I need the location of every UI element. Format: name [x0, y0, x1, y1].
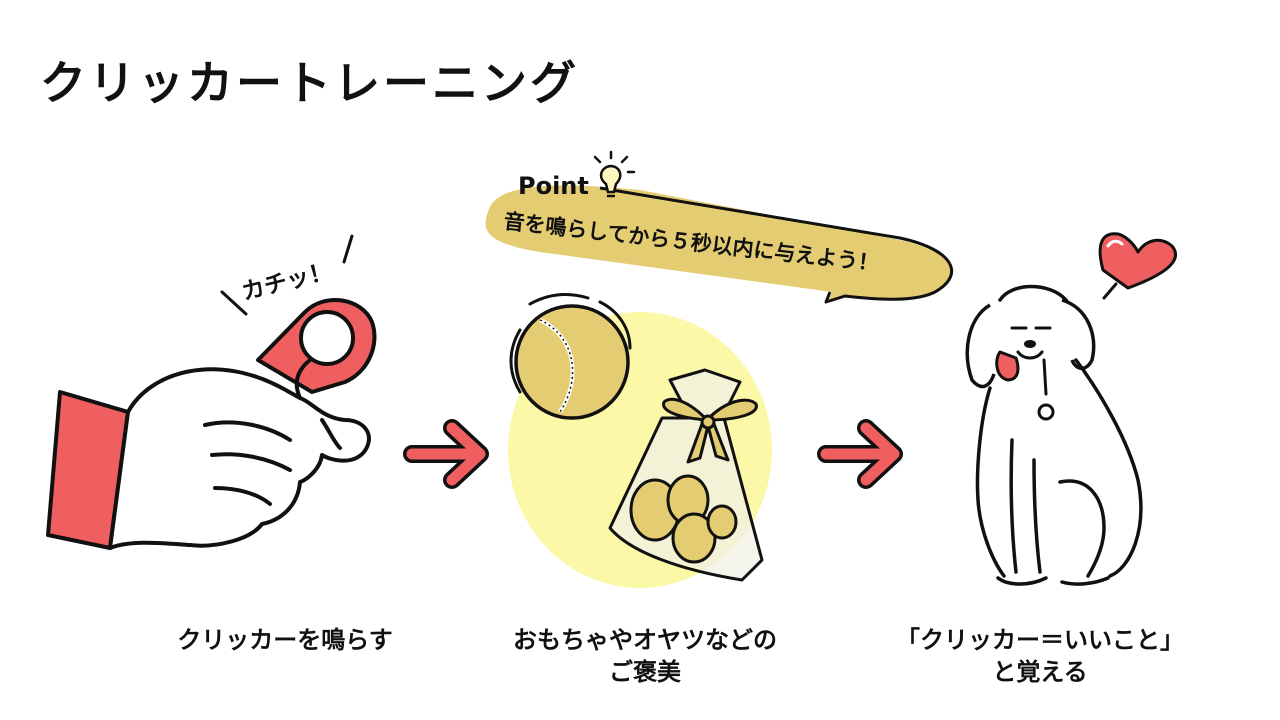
- step-caption-1: クリッカーを鳴らす: [160, 624, 410, 656]
- step-caption-line: 「クリッカー＝いいこと」: [896, 626, 1184, 654]
- hand-clicker-icon: [46, 234, 377, 550]
- step-caption-line: ご褒美: [609, 658, 681, 687]
- sound-effect-text: カチッ！: [239, 258, 335, 305]
- treat-bag-icon: [608, 368, 764, 582]
- arrow-right-icon: [403, 419, 489, 489]
- heart-icon: [1098, 232, 1178, 300]
- step-caption-line: と覚える: [992, 658, 1088, 687]
- step-caption-3: 「クリッカー＝いいこと」 と覚える: [880, 624, 1200, 689]
- point-bubble: [485, 185, 954, 304]
- lightbulb-icon: [593, 150, 636, 198]
- step-caption-line: おもちゃやオヤツなどの: [513, 626, 777, 654]
- page-title: クリッカートレーニング: [40, 56, 579, 110]
- tennis-ball-icon: [509, 293, 632, 420]
- dog-icon: [965, 284, 1143, 586]
- point-label: Point: [518, 172, 589, 200]
- arrow-right-icon: [817, 419, 903, 489]
- step-caption-line: クリッカーを鳴らす: [177, 626, 393, 654]
- step-caption-2: おもちゃやオヤツなどの ご褒美: [490, 624, 800, 689]
